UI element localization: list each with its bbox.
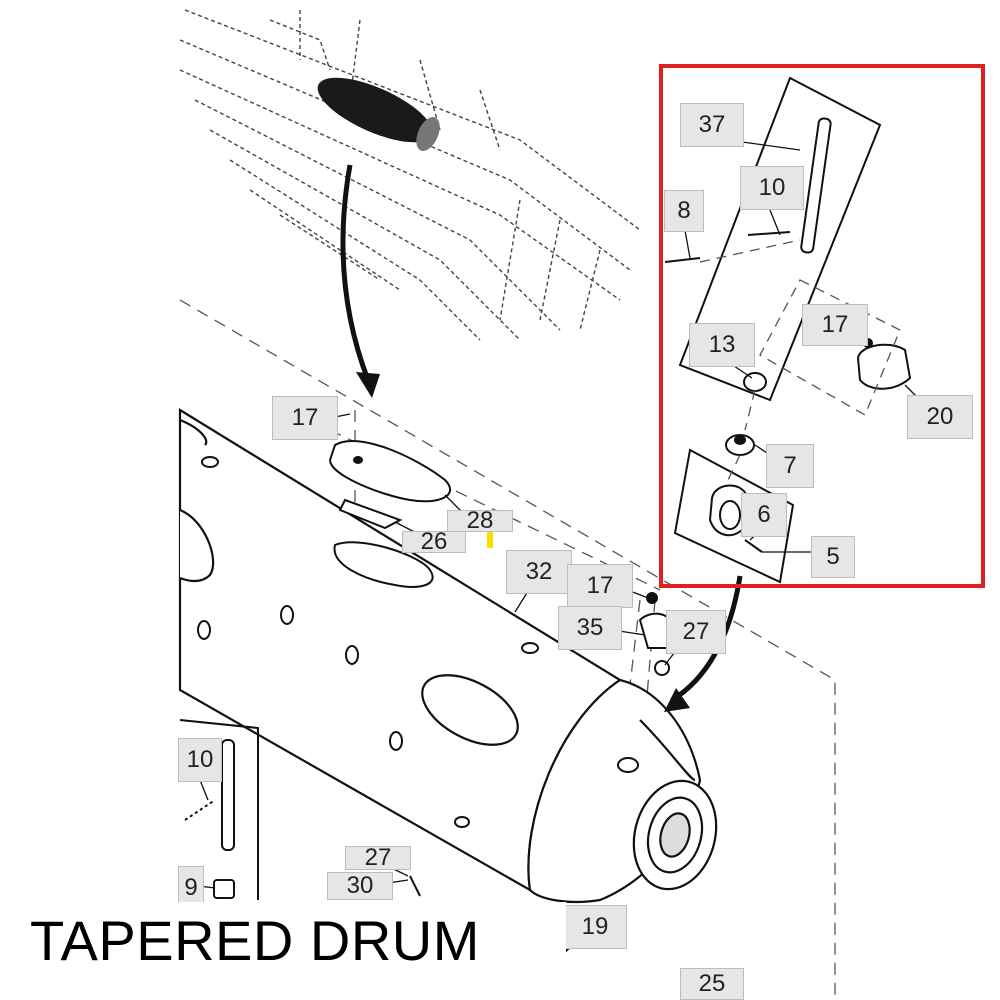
callout-25: 25 [680, 968, 744, 1000]
arrow-head-icon [356, 372, 380, 398]
callout-17: 17 [272, 396, 338, 440]
arrow-overview-to-drum [340, 164, 371, 381]
callout-26: 26 [402, 528, 466, 555]
machine-overview-sketch [179, 9, 641, 341]
arrow-head-icon [664, 688, 690, 712]
detail-view-frame [659, 64, 985, 588]
callout-27: 27 [666, 610, 726, 654]
callout-32: 32 [506, 550, 572, 594]
callout-37: 37 [680, 103, 744, 147]
callout-17: 17 [567, 564, 633, 608]
arrow-detail-to-drum [670, 575, 743, 703]
callout-7: 7 [766, 444, 814, 488]
callout-19: 19 [563, 905, 627, 949]
drum-mount-holes [197, 456, 639, 828]
callout-10: 10 [178, 738, 222, 782]
callout-20: 20 [907, 395, 973, 439]
highlight-marker [487, 529, 493, 548]
lower-left-parts [179, 719, 259, 900]
callout-10: 10 [740, 166, 804, 210]
tapered-drum [178, 408, 718, 904]
callout-28: 28 [447, 507, 513, 534]
callout-17: 17 [802, 304, 868, 346]
callout-8: 8 [664, 190, 704, 232]
callout-5: 5 [811, 536, 855, 578]
callout-30: 30 [327, 872, 393, 900]
detail-parts [664, 76, 912, 584]
callout-27: 27 [345, 844, 411, 871]
cover-plates [328, 439, 452, 588]
callout-35: 35 [558, 606, 622, 650]
callout-6: 6 [741, 493, 787, 537]
callout-13: 13 [689, 323, 755, 367]
overview-drum [317, 77, 440, 151]
diagram-caption: TAPERED DRUM [30, 909, 480, 972]
caption-background [0, 902, 566, 1000]
